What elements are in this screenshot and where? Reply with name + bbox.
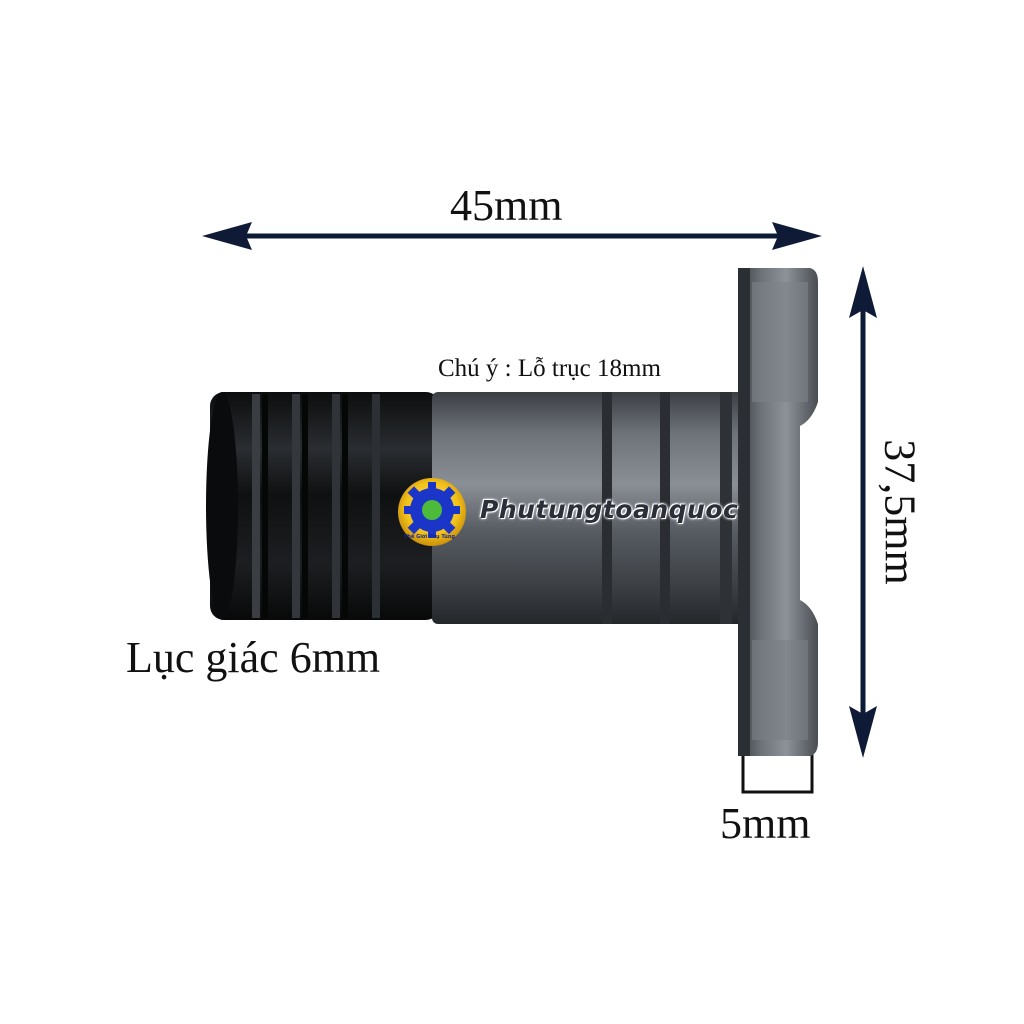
shaft-hole-note: Chú ý : Lỗ trục 18mm xyxy=(438,355,661,382)
thickness-bracket-icon xyxy=(741,752,814,794)
gear-logo-icon xyxy=(398,478,466,546)
flange-plate xyxy=(738,268,818,756)
flange-height-label: 37,5mm xyxy=(875,439,925,585)
steel-sleeve-body xyxy=(432,392,752,624)
overall-length-label: 45mm xyxy=(450,181,563,230)
watermark-slogan: Thế Giới Phụ Tùng xyxy=(404,534,455,540)
flange-thickness-label: 5mm xyxy=(720,799,811,848)
black-hex-shaft xyxy=(206,392,440,620)
hex-size-label: Lục giác 6mm xyxy=(126,633,381,682)
length-dimension-arrow-icon xyxy=(202,222,822,250)
height-dimension-arrow-icon xyxy=(849,266,877,758)
watermark-text: Phutungtoanquoc xyxy=(480,495,739,524)
